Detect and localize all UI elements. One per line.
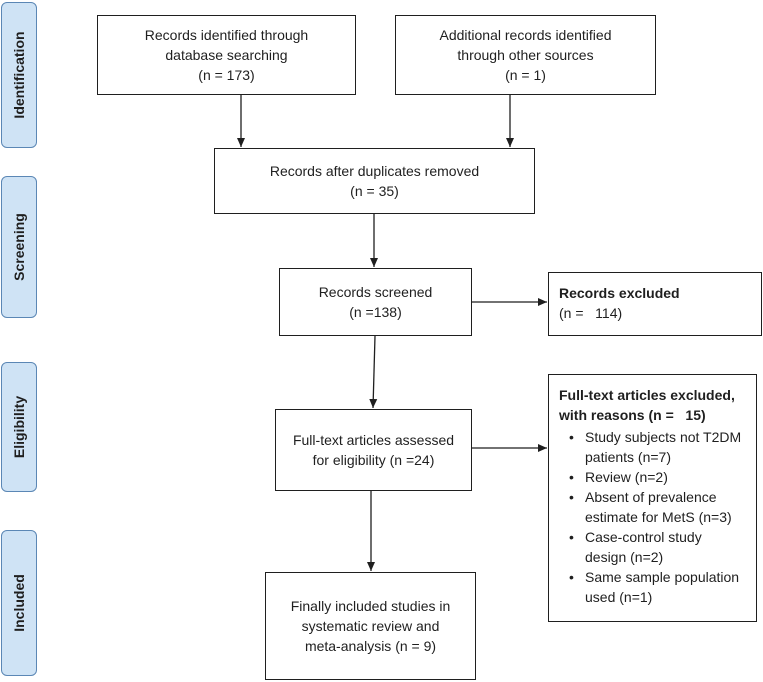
box-text: (n = 114) [559,305,623,321]
reason-text: Same sample population [585,569,740,585]
list-item: Case-control study design (n=2) [569,527,746,567]
reason-text: Study subjects not T2DM [585,429,742,445]
box-title: Records excluded [559,285,680,301]
box-text: (n = 35) [350,183,399,199]
phase-included: Included [1,530,37,676]
records-screened-box: Records screened (n =138) [279,268,472,336]
exclusion-reasons-list: Study subjects not T2DM patients (n=7) R… [559,427,746,607]
reason-text: Absent of prevalence [585,489,717,505]
box-text: Records identified through [144,27,309,43]
box-text: Finally included studies in [290,598,451,614]
arrow-screened-to-fulltext [369,335,378,409]
reason-text: Review (n=2) [585,469,668,485]
box-text: Full-text articles assessed [292,432,455,448]
records-excluded-box: Records excluded (n = 114) [548,272,762,336]
included-studies-box: Finally included studies in systematic r… [265,572,476,680]
box-text: (n =138) [349,304,402,320]
box-text: (n = 173) [198,67,255,83]
phase-identification: Identification [1,2,37,148]
list-item: Study subjects not T2DM patients (n=7) [569,427,746,467]
reason-text: design (n=2) [585,549,664,565]
box-text: Records screened [318,284,433,300]
box-text: for eligibility (n =24) [312,452,435,468]
phase-eligibility: Eligibility [1,362,37,492]
box-text: through other sources [457,47,594,63]
list-item: Absent of prevalence estimate for MetS (… [569,487,746,527]
box-title: Full-text articles excluded, [559,387,735,403]
box-text: database searching [165,47,288,63]
list-item: Same sample population used (n=1) [569,567,746,607]
box-text: meta-analysis (n = 9) [304,638,437,654]
box-text: Records after duplicates removed [269,163,480,179]
reason-text: estimate for MetS (n=3) [585,509,732,525]
list-item: Review (n=2) [569,467,746,487]
box-text: systematic review and [301,618,440,634]
fulltext-assessed-box: Full-text articles assessed for eligibil… [275,409,472,491]
fulltext-excluded-box: Full-text articles excluded, with reason… [548,374,757,622]
reason-text: used (n=1) [585,589,653,605]
other-sources-box: Additional records identified through ot… [395,15,656,95]
phase-screening: Screening [1,176,37,318]
box-text: Additional records identified [439,27,612,43]
reason-text: patients (n=7) [585,449,671,465]
reason-text: Case-control study [585,529,702,545]
database-records-box: Records identified through database sear… [97,15,356,95]
box-text: (n = 1) [505,67,546,83]
duplicates-removed-box: Records after duplicates removed (n = 35… [214,148,535,214]
box-title: with reasons (n = 15) [559,407,706,423]
